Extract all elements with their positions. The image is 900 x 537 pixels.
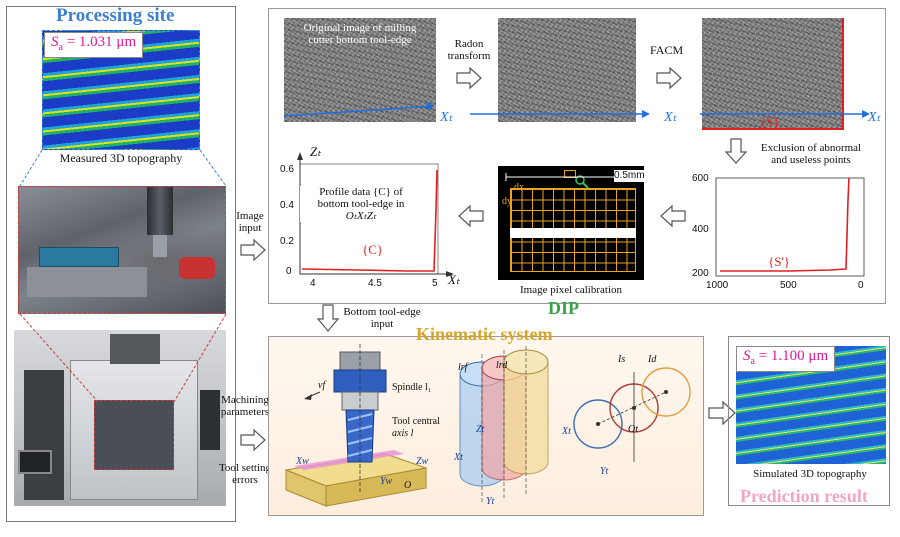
original-image-caption: Original image of milling cutter bottom … [286, 22, 434, 46]
yw-label: Yw [380, 476, 392, 488]
is-circle-label: Is [618, 354, 625, 366]
radon-arrow-icon [456, 66, 482, 90]
prediction-title: Prediction result [740, 486, 868, 507]
tool-axis-label: Tool central axis l [392, 416, 440, 440]
calibration-white-bar [510, 228, 636, 238]
calibration-dx-label: dx [514, 182, 524, 194]
radon-xt-label: Xₜ [664, 112, 677, 124]
plot-profile-ytick-0: 0.6 [280, 164, 294, 176]
plot-profile-xt-label: Xₜ [448, 274, 460, 286]
bottom-input-line2: input [340, 318, 424, 330]
simulated-sa-badge: Sa = 1.100 μm [736, 346, 835, 372]
sim-sa-value: = 1.100 μm [759, 348, 828, 364]
vf-label: vf [318, 380, 325, 392]
set-s-label: {S} [760, 114, 780, 130]
calibration-scale-line [504, 172, 624, 182]
plot-profile-zt-label: Zₜ [310, 146, 321, 158]
set-s-prime-label: {S'} [768, 254, 790, 270]
yt-kin-label: Yt [486, 496, 494, 508]
exclusion-line2: and useless points [748, 154, 874, 166]
kinematic-title: Kinematic system [416, 324, 552, 345]
xt-circle-label: Xt [562, 426, 571, 438]
tool-axis-line2: axis l [392, 428, 440, 440]
bottom-input-line1: Bottom tool-edge [340, 306, 424, 318]
radon-line1: Radon [444, 38, 494, 50]
zt-kin-label: Zt [476, 424, 484, 436]
calibration-scale-label: 0.5mm [614, 170, 645, 182]
plot-s-prime-ytick-2: 200 [692, 268, 709, 280]
set-c-label: {C} [362, 242, 383, 258]
profile-left-arrow-icon [458, 204, 484, 228]
tool-setting-line2: errors [218, 474, 272, 486]
radon-line2: transform [444, 50, 494, 62]
calibration-dy-label: dy [502, 196, 512, 208]
profile-line2: bottom tool-edge in [300, 198, 422, 210]
exclusion-line1: Exclusion of abnormal [748, 142, 874, 154]
image-input-arrow-icon [240, 238, 266, 262]
facm-xt-axis [700, 102, 880, 122]
sim-sa-subscript: a [751, 356, 755, 367]
id-circle-label: Id [648, 354, 656, 366]
tool-setting-line1: Tool setting [218, 462, 272, 474]
plot-s-prime-ytick-0: 600 [692, 173, 709, 185]
zw-label: Zw [416, 456, 428, 468]
plot-s-prime-xtick-1: 500 [780, 280, 797, 292]
zoom-connector-lines [0, 0, 240, 537]
plot-s-prime-xtick-2: 0 [858, 280, 864, 292]
image-input-line2: input [234, 222, 266, 234]
profile-line3: OₜXₜZₜ [300, 210, 422, 222]
yt-circle-label: Yt [600, 466, 608, 478]
machining-parameters-label: Machining parameters [218, 394, 272, 418]
sim-sa-symbol: S [743, 348, 751, 364]
calib-left-arrow-icon [660, 204, 686, 228]
machining-line2: parameters [218, 406, 272, 418]
lrf-label: lrf [458, 362, 467, 374]
plot-profile-c [278, 150, 458, 298]
facm-label: FACM [650, 44, 683, 56]
simulated-caption: Simulated 3D topography [732, 468, 888, 480]
dip-title: DIP [548, 298, 579, 319]
original-caption-line2: cutter bottom tool-edge [286, 34, 434, 46]
plot-profile-ytick-3: 0 [286, 266, 292, 278]
lrd-label: lrd [496, 360, 507, 372]
plot-profile-ytick-2: 0.2 [280, 236, 294, 248]
plot-profile-xtick-0: 4 [310, 278, 316, 290]
exclusion-label: Exclusion of abnormal and useless points [748, 142, 874, 166]
original-xt-axis [284, 92, 444, 122]
original-xt-label: Xₜ [440, 112, 453, 124]
tool-axis-line1: Tool central [392, 416, 440, 428]
radon-label: Radon transform [444, 38, 494, 62]
xw-label: Xw [296, 456, 309, 468]
machining-line1: Machining [218, 394, 272, 406]
xt-kin-label: Xt [454, 452, 463, 464]
machining-arrow-icon [240, 428, 266, 452]
image-input-label: Image input [234, 210, 266, 234]
exclusion-arrow-icon [724, 138, 748, 164]
facm-xt-label: Xₜ [868, 112, 881, 124]
radon-xt-axis [470, 104, 660, 124]
plot-s-prime-xtick-0: 1000 [706, 280, 728, 292]
calibration-caption: Image pixel calibration [490, 284, 652, 296]
spindle-label: Spindle l₁ [392, 382, 431, 394]
plot-profile-xtick-1: 4.5 [368, 278, 382, 290]
bottom-input-arrow-icon [316, 304, 340, 332]
o-label: O [404, 480, 411, 492]
plot-s-prime-ytick-1: 400 [692, 224, 709, 236]
original-caption-line1: Original image of milling [286, 22, 434, 34]
ot-circle-label: Ot [628, 424, 638, 436]
profile-data-label: Profile data {C} of bottom tool-edge in … [300, 186, 422, 222]
bottom-input-label: Bottom tool-edge input [340, 306, 424, 330]
tool-setting-errors-label: Tool setting errors [218, 462, 272, 486]
profile-line1: Profile data {C} of [300, 186, 422, 198]
image-input-line1: Image [234, 210, 266, 222]
facm-arrow-icon [656, 66, 682, 90]
plot-profile-ytick-1: 0.4 [280, 200, 294, 212]
circles-illustration [568, 352, 704, 472]
plot-profile-xtick-2: 5 [432, 278, 438, 290]
